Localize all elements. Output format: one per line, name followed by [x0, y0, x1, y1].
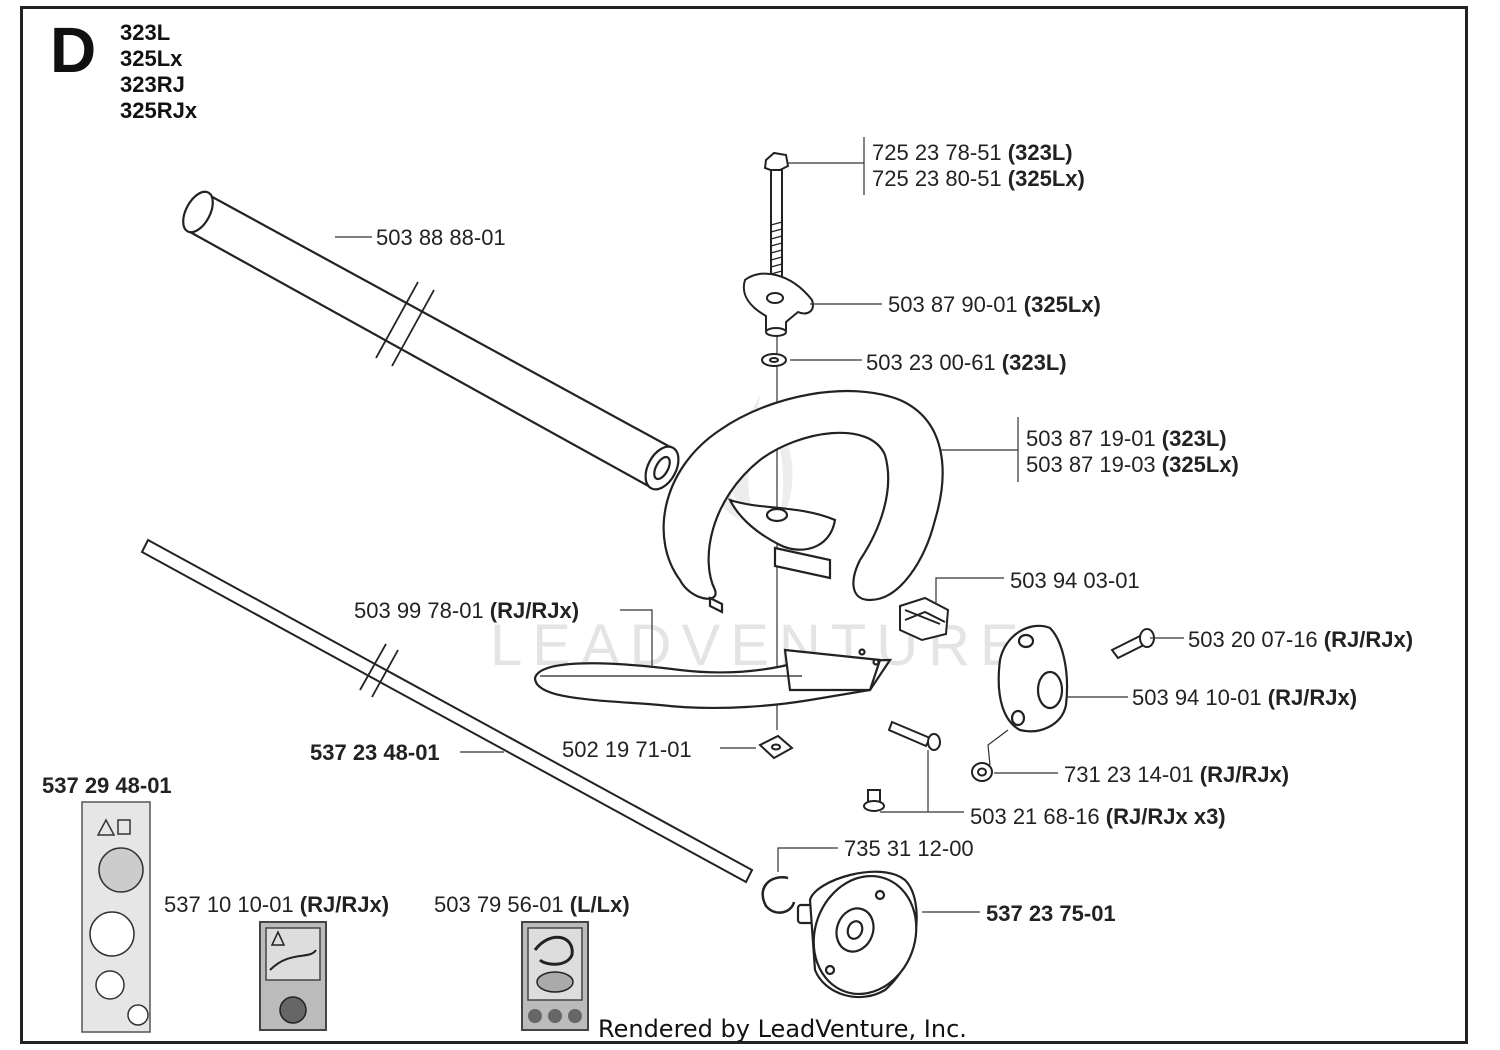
- tube-part: [182, 190, 680, 491]
- part-label-nut-plate: 502 19 71-01: [562, 737, 692, 762]
- part-label-decal-l: 503 79 56-01 (L/Lx): [434, 892, 630, 917]
- washer-part: [761, 353, 787, 367]
- guard-cup-part: [796, 870, 918, 999]
- part-label-bolt-325lx: 725 23 80-51 (325Lx): [872, 166, 1085, 191]
- label-kit-decal: [81, 801, 151, 1033]
- part-label-bracket: 503 94 10-01 (RJ/RJx): [1132, 685, 1357, 710]
- part-label-drive-shaft: 537 23 48-01: [310, 740, 440, 765]
- leader-lines: [335, 137, 1184, 913]
- model-item: 323RJ: [120, 72, 185, 97]
- wing-knob-part: [742, 272, 814, 337]
- rj-handle-part: [533, 648, 893, 710]
- decal-rj: [259, 921, 327, 1031]
- diagram-frame: [20, 6, 1468, 1044]
- part-label-screw-a: 503 20 07-16 (RJ/RJx): [1188, 627, 1413, 652]
- part-label-clamp-block: 503 94 03-01: [1010, 568, 1140, 593]
- footer-credit: Rendered by LeadVenture, Inc.: [598, 1015, 967, 1043]
- part-label-nut: 731 23 14-01 (RJ/RJx): [1064, 762, 1289, 787]
- part-label-label-kit: 537 29 48-01: [42, 773, 172, 798]
- screw-a-part: [1110, 628, 1155, 660]
- model-list: 323L 325Lx 323RJ 325RJx: [120, 20, 197, 124]
- clamp-block-part: [899, 596, 950, 642]
- part-label-wing-knob: 503 87 90-01 (325Lx): [888, 292, 1101, 317]
- drive-shaft-part: [140, 538, 754, 884]
- part-label-circlip: 735 31 12-00: [844, 836, 974, 861]
- part-label-washer: 503 23 00-61 (323L): [866, 350, 1067, 375]
- section-letter: D: [50, 14, 97, 86]
- model-item: 325Lx: [120, 46, 183, 71]
- part-label-decal-rj: 537 10 10-01 (RJ/RJx): [164, 892, 389, 917]
- model-item: 325RJx: [120, 98, 198, 123]
- loop-handle-part: [662, 390, 944, 614]
- model-item: 323L: [120, 20, 171, 45]
- part-label-rj-handle: 503 99 78-01 (RJ/RJx): [354, 598, 579, 623]
- bolt-part: [763, 151, 790, 289]
- nut-plate-part: [758, 734, 794, 760]
- part-label-guard-cup: 537 23 75-01: [986, 901, 1116, 926]
- decal-l: [521, 921, 589, 1031]
- part-label-loop-handle-325lx: 503 87 19-03 (325Lx): [1026, 452, 1239, 477]
- bracket-part: [997, 624, 1069, 733]
- nut-part: [971, 762, 993, 782]
- part-label-tube: 503 88 88-01: [376, 225, 506, 250]
- part-label-screw-b: 503 21 68-16 (RJ/RJx x3): [970, 804, 1226, 829]
- part-label-loop-handle-323l: 503 87 19-01 (323L): [1026, 426, 1227, 451]
- part-label-bolt-323l: 725 23 78-51 (323L): [872, 140, 1073, 165]
- screw-b-part: [863, 720, 941, 812]
- circlip-part: [761, 876, 796, 914]
